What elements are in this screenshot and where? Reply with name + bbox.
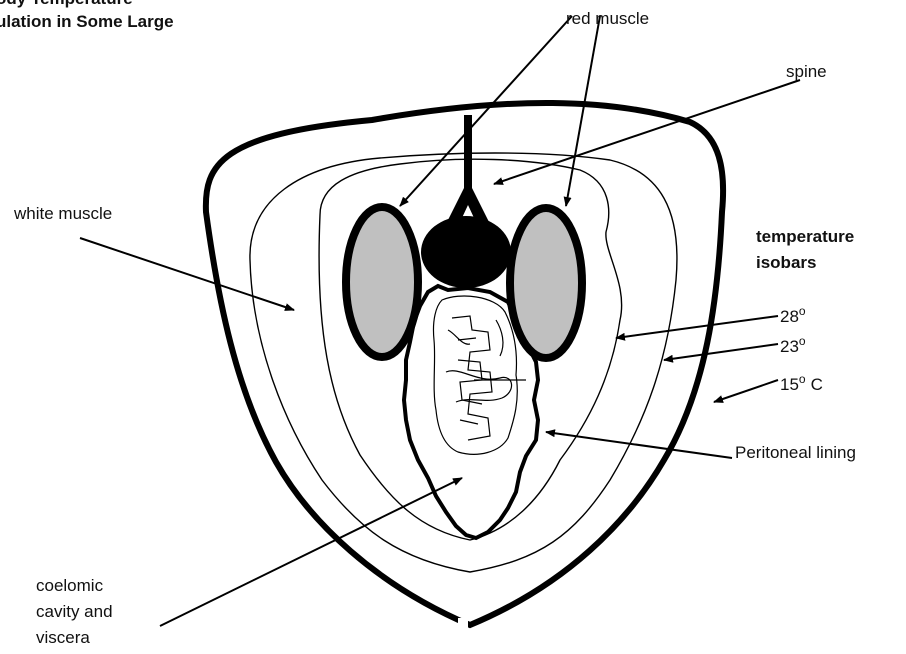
isobar-23-contour xyxy=(250,153,677,572)
isobar-28-degree: o xyxy=(799,304,806,318)
isobar-15-degree: o xyxy=(799,372,806,386)
label-coelomic-line1: coelomic xyxy=(36,576,104,595)
red-muscle-left xyxy=(346,207,418,357)
isobar-15-unit: C xyxy=(811,375,823,394)
isobar-28-value: 28 xyxy=(780,307,799,326)
label-isobar-23: 23o xyxy=(780,334,806,356)
label-spine: spine xyxy=(786,62,827,81)
label-coelomic-line2: cavity and xyxy=(36,602,113,621)
label-temperature: temperature xyxy=(756,227,854,246)
arrow-isobar-28 xyxy=(616,316,778,338)
arrow-peritoneal-lining xyxy=(546,432,732,458)
arrow-white-muscle xyxy=(80,238,294,310)
arrow-isobar-15 xyxy=(714,380,778,402)
label-isobars: isobars xyxy=(756,253,816,272)
arrow-red-muscle-right xyxy=(566,16,600,206)
label-isobar-28: 28o xyxy=(780,304,806,326)
label-red-muscle: red muscle xyxy=(566,9,649,28)
label-peritoneal-lining: Peritoneal lining xyxy=(735,443,856,462)
diagram-title-line1: ody Temperature xyxy=(0,0,133,8)
isobar-23-degree: o xyxy=(799,334,806,348)
spine xyxy=(421,115,511,288)
arrow-coelomic-cavity xyxy=(160,478,462,626)
label-white-muscle: white muscle xyxy=(13,204,112,223)
body-wall-gap xyxy=(458,618,468,632)
isobar-15-value: 15 xyxy=(780,375,799,394)
arrow-isobar-23 xyxy=(664,344,778,360)
arrow-spine xyxy=(494,80,800,184)
red-muscle-right xyxy=(510,208,582,358)
diagram-title-line2: ulation in Some Large xyxy=(0,12,174,31)
label-coelomic-line3: viscera xyxy=(36,628,90,647)
isobar-23-value: 23 xyxy=(780,337,799,356)
